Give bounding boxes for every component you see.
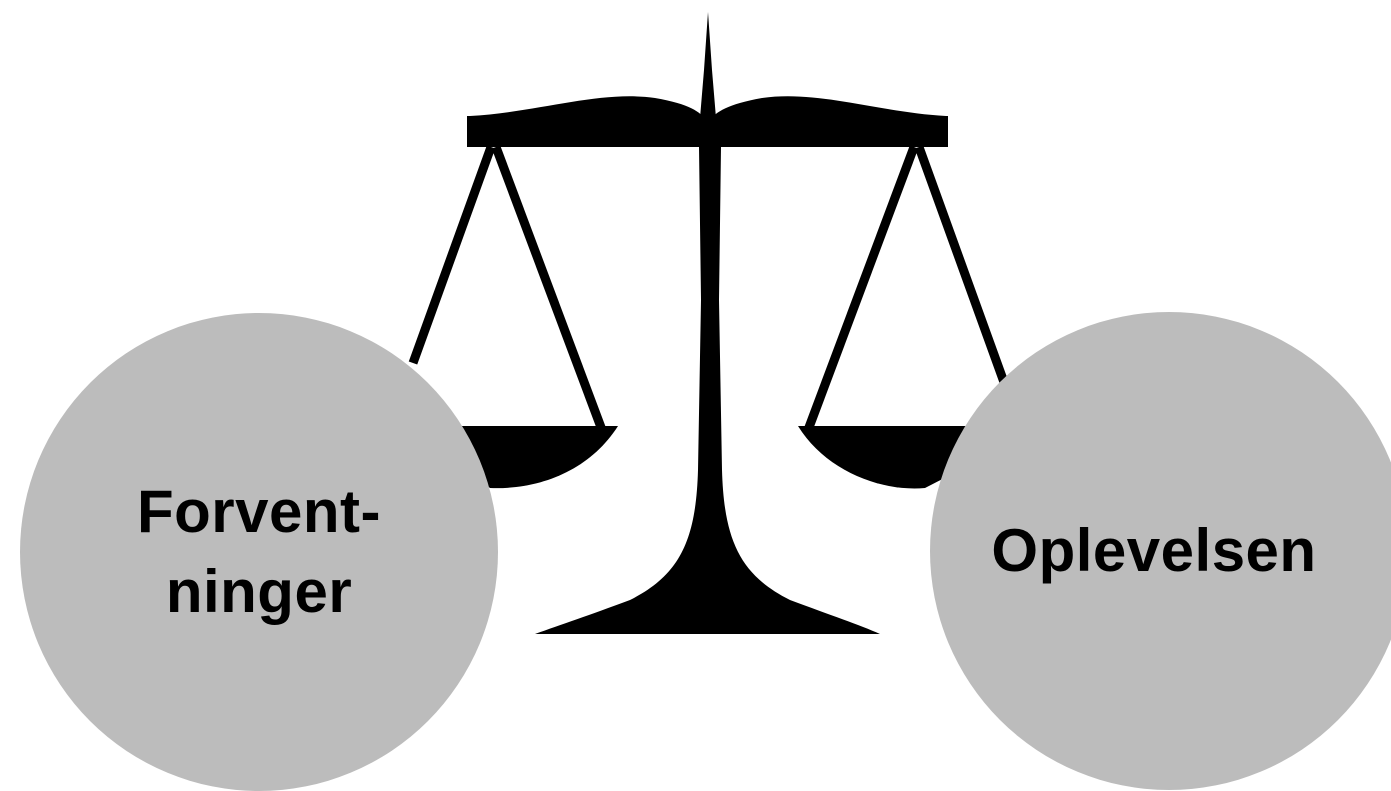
left-string-outer xyxy=(408,145,496,365)
expectations-label: Forvent- ninger xyxy=(137,472,381,632)
experience-circle: Oplevelsen xyxy=(930,312,1391,790)
expectations-circle: Forvent- ninger xyxy=(20,313,498,791)
experience-label: Oplevelsen xyxy=(991,517,1317,584)
left-string-inner xyxy=(491,145,607,432)
right-string-outer xyxy=(914,145,1010,387)
expectations-label-line2: ninger xyxy=(165,558,353,625)
scale-beam xyxy=(467,116,948,147)
expectations-label-line1: Forvent- xyxy=(137,478,381,545)
scale-finial xyxy=(700,12,716,118)
right-string-inner xyxy=(803,145,919,432)
scale-pillar xyxy=(535,147,880,634)
